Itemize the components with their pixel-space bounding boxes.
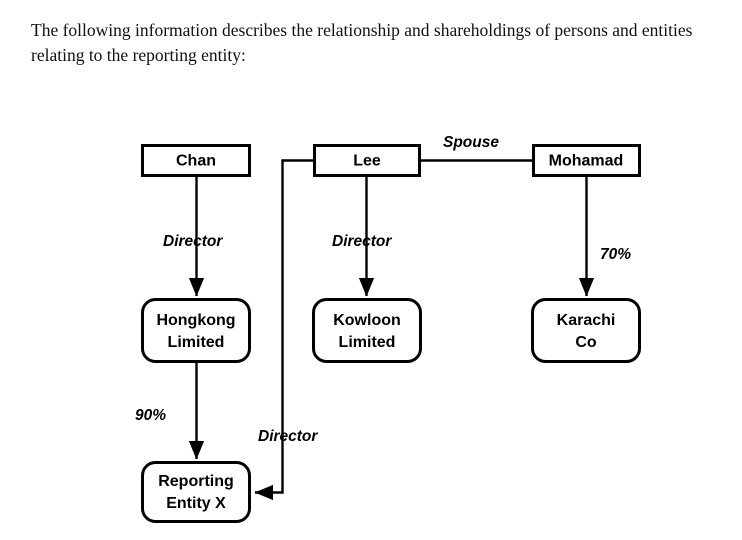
edge-lee-kowloon-director: Director [332, 175, 392, 297]
edge-hongkong-reporting-90: 90% [135, 362, 205, 460]
edge-chan-hongkong-director: Director [163, 175, 223, 297]
node-label-hongkong-line1: Hongkong [156, 312, 235, 329]
edge-lee-mohamad-spouse: Spouse [420, 134, 534, 162]
node-reporting-entity-x[interactable]: Reporting Entity X [141, 461, 251, 523]
edge-label-spouse: Spouse [443, 134, 499, 151]
edge-label-director-lee-reporting: Director [258, 428, 318, 445]
node-hongkong-limited[interactable]: Hongkong Limited [141, 298, 251, 363]
edge-label-director-lee-kowloon: Director [332, 233, 392, 250]
node-label-chan: Chan [176, 153, 216, 170]
node-karachi-co[interactable]: Karachi Co [531, 298, 641, 363]
node-mohamad[interactable]: Mohamad [532, 144, 641, 177]
node-label-mohamad: Mohamad [549, 153, 624, 170]
node-label-kowloon-line2: Limited [339, 334, 396, 351]
node-label-lee: Lee [353, 153, 381, 170]
intro-paragraph: The following information describes the … [31, 20, 693, 65]
edge-label-90-percent: 90% [135, 407, 166, 424]
node-kowloon-limited[interactable]: Kowloon Limited [312, 298, 422, 363]
node-label-karachi-line2: Co [575, 334, 597, 351]
edge-mohamad-karachi-70: 70% [578, 175, 631, 297]
node-label-hongkong-line2: Limited [168, 334, 225, 351]
edge-lee-reporting-director: Director [254, 159, 318, 501]
node-label-kowloon-line1: Kowloon [333, 312, 401, 329]
node-lee[interactable]: Lee [313, 144, 421, 177]
node-label-reporting-line1: Reporting [158, 473, 234, 490]
node-chan[interactable]: Chan [141, 144, 251, 177]
edge-label-director-chan: Director [163, 233, 223, 250]
node-label-reporting-line2: Entity X [166, 495, 226, 512]
edge-label-70-percent: 70% [600, 246, 631, 263]
node-label-karachi-line1: Karachi [557, 312, 616, 329]
